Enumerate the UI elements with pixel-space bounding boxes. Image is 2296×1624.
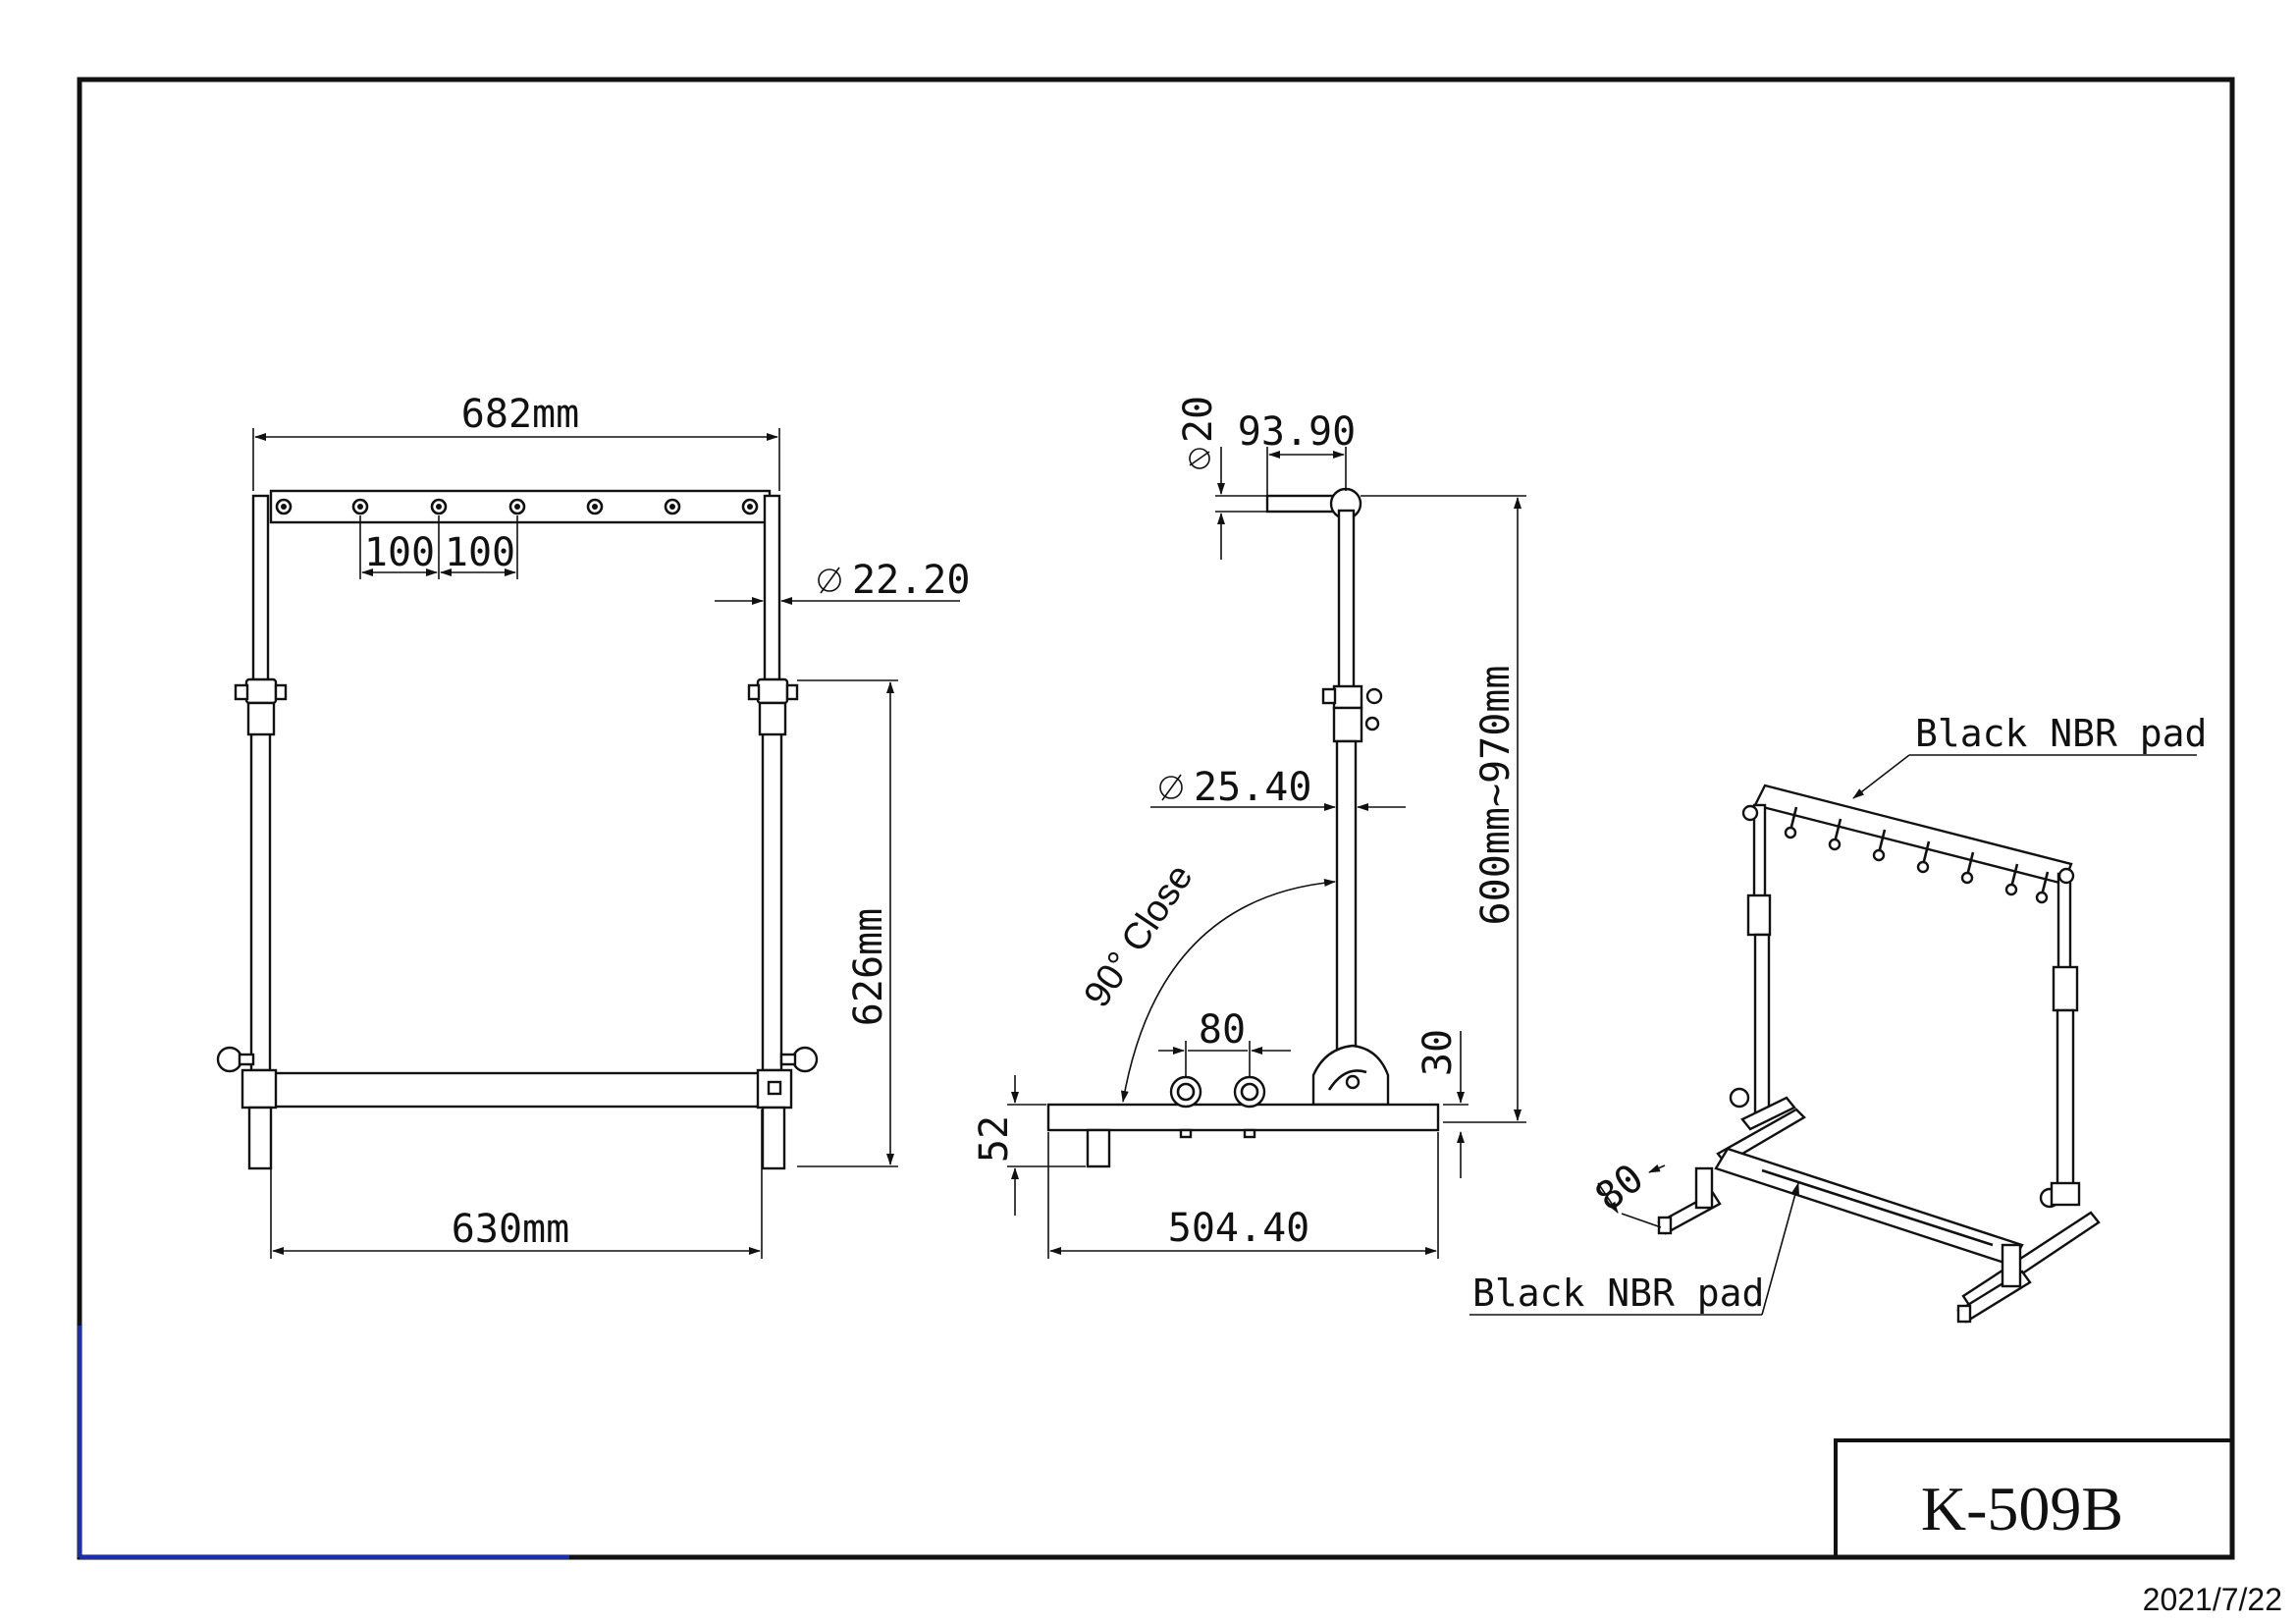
dim-top-width: 682mm bbox=[461, 392, 579, 437]
dim-height-range: 600mm~970mm bbox=[1473, 666, 1519, 926]
dim-post-diameter: 25.40 bbox=[1194, 765, 1311, 810]
fold-angle-label: 90° Close bbox=[1076, 857, 1201, 1014]
iso-top-pad-bar bbox=[1753, 784, 2073, 886]
side-base-board bbox=[1046, 1103, 1440, 1132]
base-roller-bar bbox=[267, 1071, 767, 1109]
iso-rear-foot bbox=[1740, 1096, 1796, 1131]
top-pad-label: Black NBR pad bbox=[1915, 712, 2207, 755]
dim-hook-spacing-b: 100 bbox=[445, 530, 515, 575]
dim-foot-height: 52 bbox=[972, 1115, 1017, 1163]
post-upper bbox=[1337, 509, 1356, 694]
dim-base-length: 504.40 bbox=[1168, 1206, 1310, 1251]
iso-hooks bbox=[1784, 806, 2050, 904]
iso-bottom-pad-roller bbox=[1714, 1147, 2024, 1267]
right-foot-bracket bbox=[756, 1046, 819, 1170]
side-height-clamp bbox=[1321, 684, 1383, 743]
iso-base-rail-right bbox=[1961, 1211, 2101, 1310]
fold-arc bbox=[1120, 879, 1336, 1103]
post-lower bbox=[1335, 739, 1358, 1057]
isometric-view: Black NBR pad Black NBR pad 80 bbox=[1469, 712, 2207, 1324]
left-foot-bracket bbox=[216, 1046, 278, 1170]
hook-holes bbox=[275, 498, 759, 515]
dim-hook-length: 93.90 bbox=[1238, 409, 1356, 455]
drawing-border bbox=[77, 77, 2235, 1560]
diameter-symbol bbox=[1159, 776, 1183, 799]
bottom-pad-label: Black NBR pad bbox=[1472, 1272, 1764, 1315]
dim-pad-spacing: 80 bbox=[1199, 1007, 1246, 1053]
dim-hook-diameter: 20 bbox=[1176, 396, 1221, 443]
side-foot bbox=[1086, 1128, 1111, 1168]
dim-tube-diameter: 22.20 bbox=[852, 558, 970, 603]
dim-height: 626mm bbox=[846, 908, 891, 1026]
right-height-clamp bbox=[747, 677, 799, 736]
dim-hook-spacing-a: 100 bbox=[364, 530, 435, 575]
iso-foot-dim: 80 bbox=[1587, 1156, 1652, 1220]
drawing-date: 2021/7/22 bbox=[2143, 1582, 2282, 1617]
front-view: 682mm 100 100 22.20 626mm 630mm bbox=[216, 392, 970, 1259]
title-block: K-509B bbox=[1834, 1438, 2234, 1559]
left-upright-lower bbox=[249, 730, 272, 1072]
right-upright-lower bbox=[761, 730, 783, 1072]
fold-hinge bbox=[1311, 1044, 1390, 1107]
diameter-symbol bbox=[1189, 448, 1210, 469]
dim-base-width: 630mm bbox=[452, 1207, 569, 1252]
left-height-clamp bbox=[234, 677, 288, 736]
diameter-symbol bbox=[818, 568, 841, 592]
side-view: 20 93.90 600mm~970mm 25.40 90° Close 80 … bbox=[972, 396, 1526, 1259]
model-number: K-509B bbox=[1921, 1474, 2123, 1543]
dim-base-thickness: 30 bbox=[1415, 1029, 1461, 1076]
hook-arm bbox=[1265, 494, 1336, 514]
right-upright-upper bbox=[763, 494, 781, 684]
left-upright-upper bbox=[251, 494, 270, 684]
